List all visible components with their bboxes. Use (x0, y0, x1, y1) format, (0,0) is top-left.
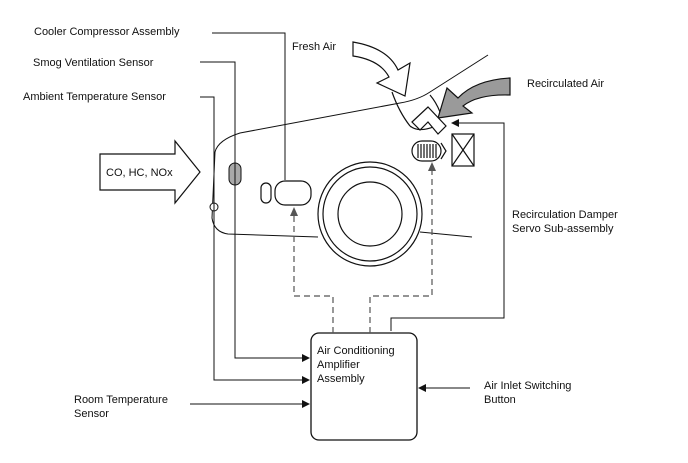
recirculated-air-arrow-icon (437, 77, 511, 119)
fresh-air-arrow-icon (352, 41, 411, 97)
intake-filter-icon (451, 133, 475, 167)
label-switch-line2: Button (484, 394, 516, 406)
compressor-control-line (293, 212, 334, 333)
servo-control-arrowhead (428, 162, 436, 171)
label-switch-line1: Air Inlet Switching (484, 380, 571, 392)
label-fresh-air: Fresh Air (292, 41, 336, 53)
amplifier-box (310, 332, 418, 441)
servo-feedback-line (390, 119, 505, 331)
label-room-temp-line1: Room Temperature (74, 394, 168, 406)
amplifier-label-line2: Amplifier (317, 359, 360, 371)
compressor-control-arrowhead (290, 207, 298, 216)
steering-wheel (317, 161, 423, 267)
signal-lines (190, 32, 505, 408)
label-damper-line2: Servo Sub-assembly (512, 223, 614, 235)
control-lines (293, 168, 433, 333)
compressor-leader-line (212, 32, 286, 180)
ambient-signal-line (200, 96, 310, 384)
label-ambient-sensor: Ambient Temperature Sensor (23, 91, 166, 103)
car-body-outline (211, 54, 489, 238)
emissions-arrow-icon (99, 139, 201, 205)
servo-control-line (369, 168, 433, 333)
compressor-icon (260, 180, 312, 206)
label-emissions: CO, HC, NOx (106, 167, 173, 179)
label-smog-sensor: Smog Ventilation Sensor (33, 57, 154, 69)
smog-signal-line (200, 61, 310, 362)
amplifier-label-line1: Air Conditioning (317, 345, 395, 357)
label-cooler-compressor: Cooler Compressor Assembly (34, 26, 180, 38)
label-damper-line1: Recirculation Damper (512, 209, 618, 221)
amplifier-label-line3: Assembly (317, 373, 365, 385)
label-recirculated-air: Recirculated Air (527, 78, 604, 90)
damper-servo-icon (411, 140, 447, 162)
label-room-temp-line2: Sensor (74, 408, 109, 420)
damper-flap-icon (411, 106, 447, 135)
